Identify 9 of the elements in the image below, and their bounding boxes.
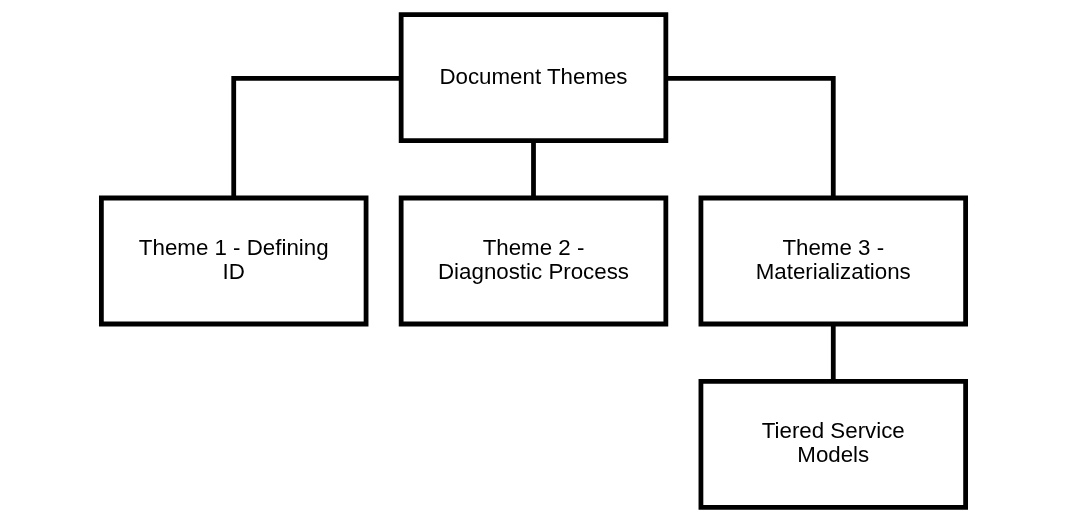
connector (665, 76, 836, 198)
connector (830, 324, 836, 382)
node-box: Theme 1 - Defining ID (98, 195, 368, 327)
node-box: Tiered Service Models (698, 379, 968, 510)
node-box: Theme 2 - Diagnostic Process (398, 195, 668, 327)
connector (530, 140, 536, 198)
node-box: Document Themes (398, 12, 668, 143)
node-box: Theme 3 - Materializations (698, 195, 968, 327)
connector (230, 76, 401, 198)
